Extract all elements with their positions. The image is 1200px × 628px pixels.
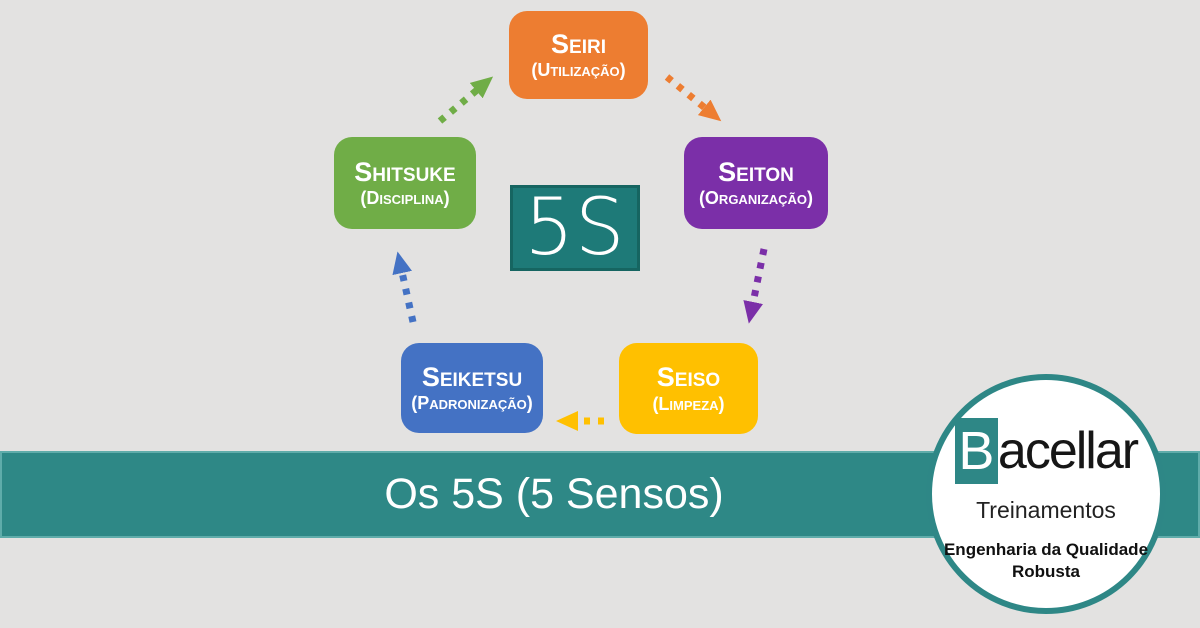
arrow-shitsuke-to-seiri	[437, 76, 494, 124]
node-seiri-subtitle: (Utilização)	[531, 60, 626, 81]
node-seiton-subtitle: (Organização)	[698, 188, 814, 209]
arrow-seiketsu-to-shitsuke	[392, 251, 417, 323]
node-seiso: Seiso (Limpeza)	[619, 343, 758, 434]
arrow-seiri-to-seiton	[664, 74, 722, 122]
node-seiri-title: Seiri	[551, 28, 606, 59]
node-seiketsu-subtitle: (Padronização)	[411, 393, 533, 414]
node-seiketsu-title: Seiketsu	[421, 361, 523, 392]
node-seiso-title: Seiso	[656, 362, 721, 393]
bacellar-logo-badge: B acellar Treinamentos Engenharia da Qua…	[926, 374, 1166, 614]
node-seiketsu: Seiketsu (Padronização)	[401, 343, 543, 433]
brand-wordmark: B acellar	[954, 418, 1139, 484]
node-shitsuke-subtitle: (Disciplina)	[360, 188, 450, 209]
center-5s-label: 5S	[524, 183, 626, 273]
node-seiri: Seiri (Utilização)	[509, 11, 648, 99]
brand-initial: B	[958, 421, 995, 481]
logo-tagline: Engenharia da Qualidade Robusta	[944, 539, 1148, 583]
brand-rest: acellar	[997, 422, 1139, 480]
logo-tagline-line2: Robusta	[1012, 562, 1080, 582]
brand-initial-block: B	[954, 418, 998, 484]
node-seiton: Seiton (Organização)	[684, 137, 828, 229]
center-5s-box: 5S	[510, 185, 640, 271]
logo-tagline-line1: Engenharia da Qualidade	[943, 540, 1149, 559]
logo-subtitle: Treinamentos	[976, 497, 1116, 523]
node-seiso-subtitle: (Limpeza)	[652, 393, 725, 414]
slide-title: Os 5S (5 Sensos)	[384, 470, 724, 518]
arrow-seiton-to-seiso	[743, 248, 768, 324]
node-shitsuke-title: Shitsuke	[354, 156, 456, 187]
node-shitsuke: Shitsuke (Disciplina)	[334, 137, 476, 229]
node-seiton-title: Seiton	[718, 156, 794, 187]
